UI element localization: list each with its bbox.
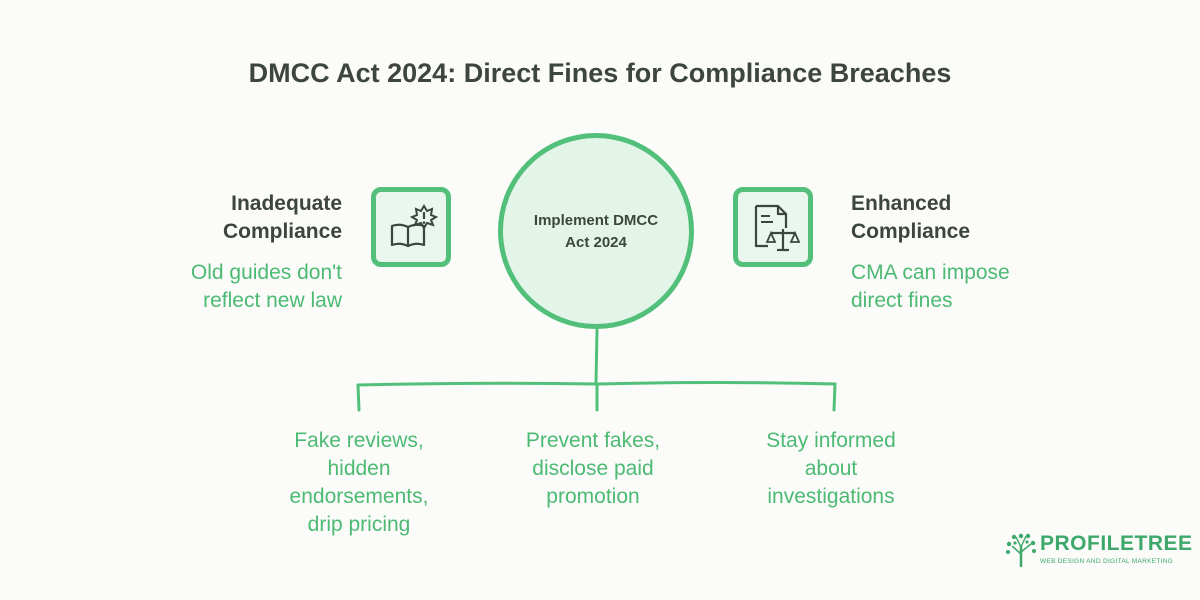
left-heading: Inadequate Compliance	[222, 192, 342, 243]
page-title: DMCC Act 2024: Direct Fines for Complian…	[248, 58, 952, 88]
left-icon-box	[371, 187, 451, 267]
right-heading: Enhanced Compliance	[851, 192, 971, 243]
right-description: CMA can impose direct fines	[851, 261, 1010, 312]
book-alert-icon	[390, 204, 438, 248]
branch-item-2: Prevent fakes, disclose paid promotion	[525, 429, 661, 508]
branch-item-3: Stay informed about investigations	[766, 429, 896, 508]
document-scales-icon	[754, 204, 800, 252]
branch-item-1: Fake reviews, hidden endorsements, drip …	[289, 429, 429, 536]
central-node-label: Implement DMCC Act 2024	[533, 212, 659, 251]
tree-icon	[1006, 533, 1036, 567]
profiletree-logo[interactable]: PROFILETREE WEB DESIGN AND DIGITAL MARKE…	[1004, 532, 1192, 570]
logo-tagline: WEB DESIGN AND DIGITAL MARKETING	[1040, 558, 1174, 565]
logo-name: PROFILETREE	[1040, 532, 1193, 555]
central-node: Implement DMCC Act 2024	[498, 133, 694, 329]
right-icon-box	[733, 187, 813, 267]
left-description: Old guides don't reflect new law	[190, 261, 342, 312]
